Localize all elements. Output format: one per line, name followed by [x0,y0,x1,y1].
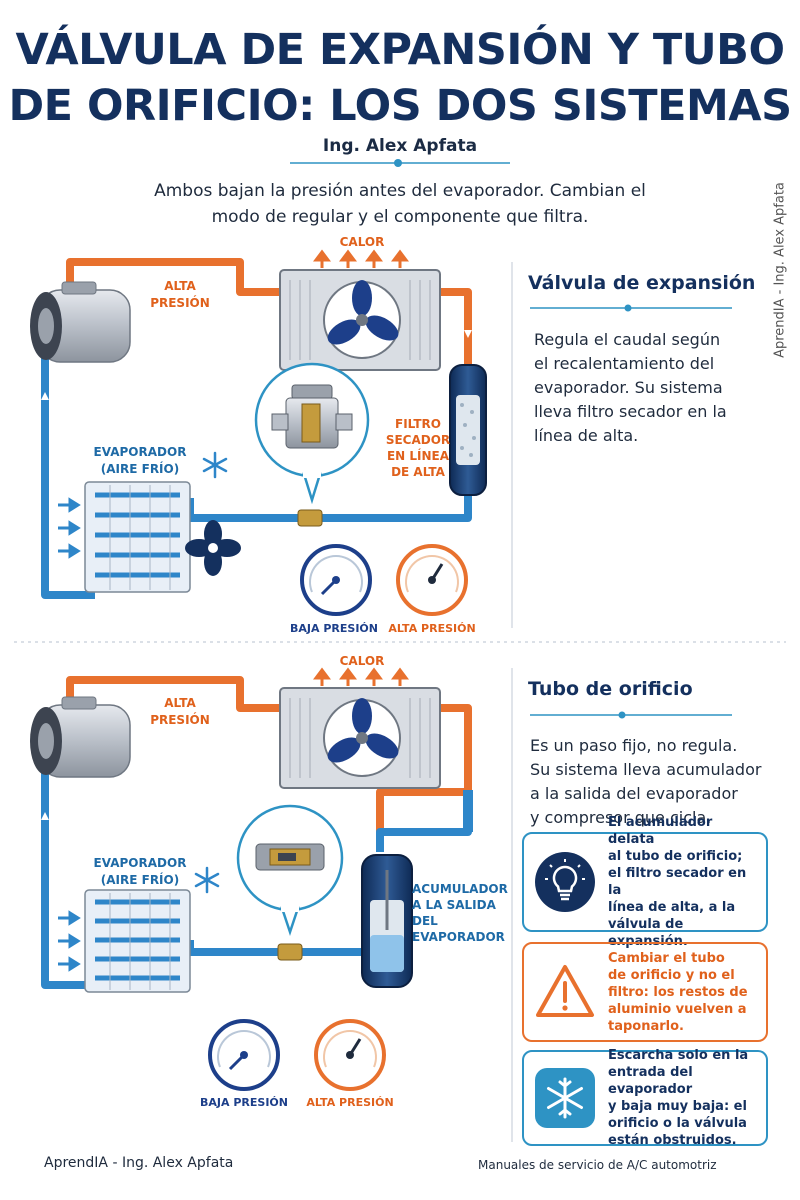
high-pressure-gauge [396,544,468,616]
heat-arrows [313,249,409,268]
svg-text:CALOR: CALOR [340,654,385,668]
svg-text:FILTRO: FILTRO [395,417,441,431]
author-name: Ing. Alex Apfata [322,136,478,156]
frost-card-text: Escarcha solo en la entrada del evaporad… [608,1048,749,1148]
page-title: VÁLVULA DE EXPANSIÓN Y TUBO DE ORIFICIO:… [8,25,792,131]
snowflake-icon [202,451,228,479]
snowflake-icon [534,1067,596,1129]
system-orifice-tube: CALOR ALTA PRESIÓN ACUMULADOR A LA SALID… [30,654,508,1109]
compressor [30,281,131,363]
svg-text:SECADOR: SECADOR [386,433,450,447]
svg-text:EVAPORADOR: EVAPORADOR [412,930,505,944]
high-pressure-gauge [314,1019,386,1091]
heat-label: CALOR [340,235,385,249]
lightbulb-icon [534,851,596,913]
warning-card-orifice: Cambiar el tubo de orificio y no el filt… [522,942,768,1042]
expansion-valve-callout [254,362,370,505]
cold-air-arrows [58,497,81,559]
svg-text:EN LÍNEA: EN LÍNEA [387,448,450,463]
panel-text-orifice-tube: Es un paso fijo, no regula. Su sistema l… [530,736,762,827]
svg-text:(AIRE FRÍO): (AIRE FRÍO) [101,461,179,476]
svg-text:DEL: DEL [412,914,438,928]
footer-credit: AprendIA - Ing. Alex Apfata [44,1155,234,1171]
warning-icon [534,961,596,1023]
panel-title-expansion-valve: Válvula de expansión [528,272,756,294]
svg-text:A LA SALIDA: A LA SALIDA [412,898,497,912]
svg-text:ALTA: ALTA [164,696,196,710]
orifice-tube [277,943,303,961]
svg-text:ALTA PRESIÓN: ALTA PRESIÓN [388,622,475,635]
tip-card-text: El acumulador delata al tubo de orificio… [608,815,747,949]
svg-text:EVAPORADOR: EVAPORADOR [94,445,187,459]
svg-text:BAJA PRESIÓN: BAJA PRESIÓN [290,622,378,635]
heat-arrows [313,667,409,686]
evaporator [84,889,191,993]
title-divider [290,159,510,167]
accumulator [361,854,413,988]
snowflake-icon [194,866,220,894]
svg-text:PRESIÓN: PRESIÓN [150,712,210,727]
tip-card-accumulator: El acumulador delata al tubo de orificio… [522,815,768,949]
system-expansion-valve: CALOR ALTA PRESIÓN FILTRO SECADOR EN LÍN… [30,235,487,635]
filter-drier [449,364,487,496]
low-pressure-gauge [300,544,372,616]
svg-text:ACUMULADOR: ACUMULADOR [412,882,508,896]
cold-air-arrows [58,910,81,972]
intro-text: Ambos bajan la presión antes del evapora… [154,181,646,227]
orifice-tube-callout [236,804,344,936]
compressor [30,696,131,778]
high-pressure-label-1: ALTA [164,279,196,293]
high-pressure-label-2: PRESIÓN [150,295,210,310]
evaporator [84,481,191,593]
svg-text:EVAPORADOR: EVAPORADOR [94,856,187,870]
frost-card: Escarcha solo en la entrada del evaporad… [522,1048,768,1148]
panel-title-orifice-tube: Tubo de orificio [528,678,693,700]
expansion-valve [297,509,323,527]
condenser [279,687,441,789]
blower-fan-icon [185,520,241,576]
svg-text:DE ALTA: DE ALTA [391,465,446,479]
condenser [279,269,441,371]
warning-card-text: Cambiar el tubo de orificio y no el filt… [608,950,748,1034]
footer-source: Manuales de servicio de A/C automotriz [478,1158,717,1172]
svg-text:BAJA PRESIÓN: BAJA PRESIÓN [200,1096,288,1109]
svg-text:ALTA PRESIÓN: ALTA PRESIÓN [306,1096,393,1109]
low-pressure-gauge [208,1019,280,1091]
panel-text-expansion-valve: Regula el caudal según el recalentamient… [534,330,727,445]
svg-text:(AIRE FRÍO): (AIRE FRÍO) [101,872,179,887]
